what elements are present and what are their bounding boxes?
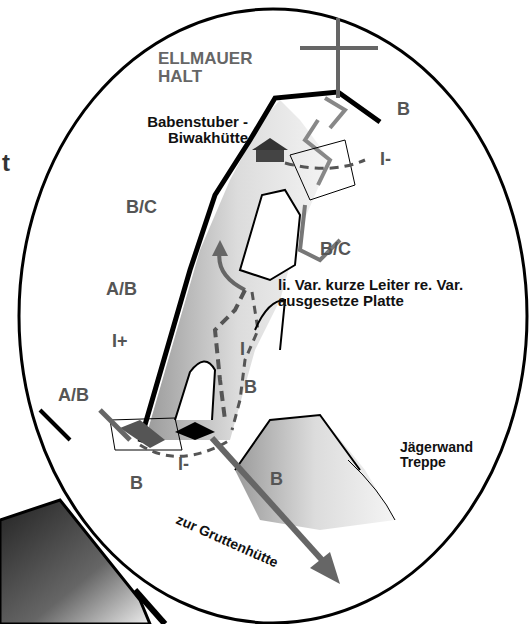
grade-label: I-	[178, 455, 189, 474]
grade-label: B	[244, 378, 257, 397]
grade-label: B/C	[320, 240, 351, 259]
cut-text: t	[2, 150, 10, 175]
grade-label: I-	[380, 150, 391, 169]
grade-label: I	[240, 340, 245, 359]
grade-label: B	[397, 100, 410, 119]
variant-note: li. Var. kurze Leiter re. Var. ausgesetz…	[278, 277, 508, 309]
grade-label: I+	[112, 332, 128, 351]
grade-label: A/B	[58, 386, 89, 405]
grade-label: B/C	[126, 198, 157, 217]
wall-name: Jägerwand Treppe	[400, 440, 508, 469]
summit-name: ELLMAUER HALT	[158, 50, 268, 86]
grade-label: A/B	[106, 280, 137, 299]
grade-label: B	[270, 470, 283, 489]
grade-label: B	[130, 474, 143, 493]
hut-name: Babenstuber -Biwakhütte	[80, 114, 248, 146]
